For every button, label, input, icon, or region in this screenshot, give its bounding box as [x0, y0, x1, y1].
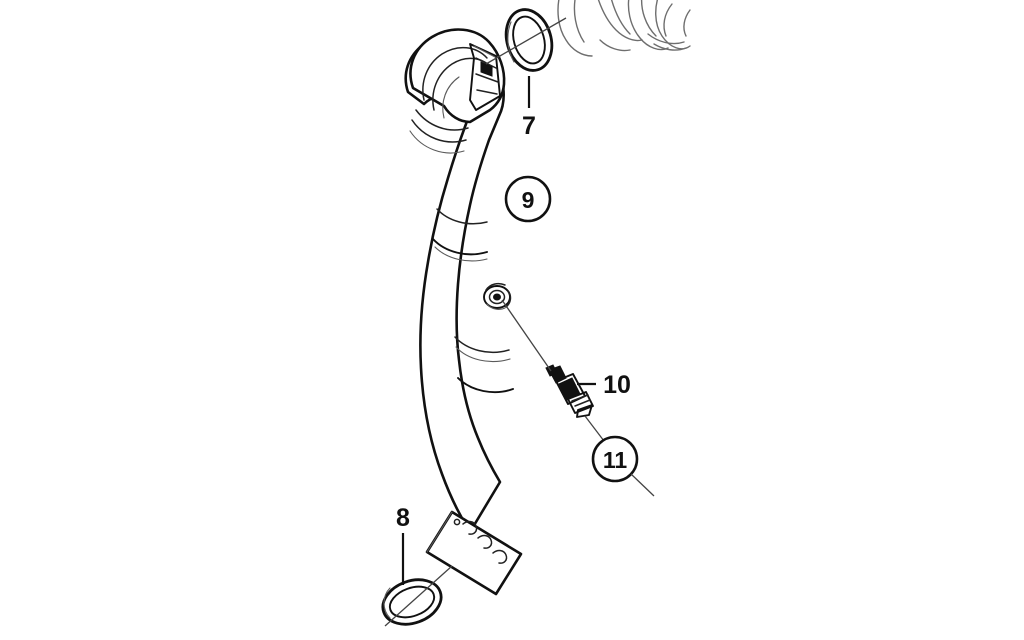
- lower-flange: [425, 510, 523, 596]
- callout-circle-11: [591, 435, 639, 483]
- cropped-adjacent-parts: [557, 0, 691, 57]
- leader-line-10-part: [501, 299, 552, 372]
- clamp-band-lower: [454, 336, 514, 394]
- leader-line-11-trail: [630, 473, 655, 497]
- sensor-boss: [483, 282, 512, 310]
- callout-label-8: 8: [396, 504, 410, 532]
- part-pressure-sensor: [545, 364, 594, 418]
- leader-line-8-part: [384, 565, 453, 627]
- callout-label-7: 7: [522, 112, 536, 140]
- leader-line-7-part: [485, 17, 567, 65]
- leader-line-11-part: [584, 415, 605, 442]
- charge-air-pipe: [404, 28, 523, 596]
- callout-label-9: 9: [522, 187, 535, 213]
- upper-elbow-connector: [409, 28, 506, 124]
- clamp-band-upper: [432, 208, 488, 262]
- callout-label-10: 10: [603, 371, 631, 399]
- callout-label-11: 11: [603, 447, 628, 473]
- callout-circle-9: [504, 175, 552, 223]
